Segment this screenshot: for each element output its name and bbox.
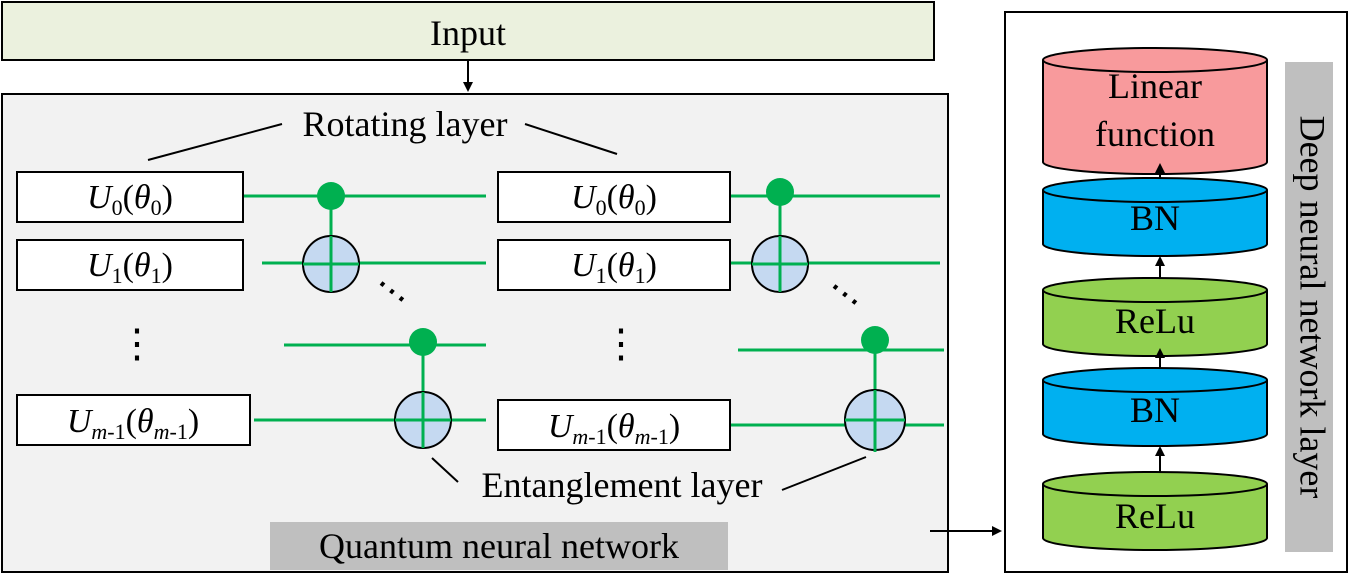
input-block: Input [1, 1, 935, 61]
gate-u1-block-2: U1(θ1) [497, 239, 731, 291]
qnn-block: Rotating layer U0(θ0) U1(θ1) ⋮ [1, 93, 949, 573]
entanglement-layer-label: Entanglement layer [482, 465, 763, 505]
cnot-bottom-block-2 [844, 326, 906, 452]
dnn-block: Deep neural network layer Linear functio… [1004, 11, 1348, 573]
control-dot [861, 326, 889, 354]
cnot-bottom-block-1 [394, 328, 452, 449]
svg-text:U0(θ0): U0(θ0) [87, 179, 173, 220]
cnot-top-block-2 [751, 178, 809, 293]
rotating-leader-right [524, 123, 618, 155]
control-dot [317, 182, 345, 210]
control-dot [409, 328, 437, 356]
ellipsis-vertical-1: ⋮ [117, 321, 157, 366]
relu-upper-label: ReLu [1115, 301, 1195, 341]
gate-u0-block-1: U0(θ0) [16, 171, 244, 223]
gate-u0-block-2: U0(θ0) [497, 171, 731, 223]
dnn-layer-bn-lower: BN [1042, 367, 1268, 447]
dnn-title-bg [1285, 62, 1333, 552]
svg-text:U1(θ1): U1(θ1) [87, 247, 173, 288]
qnn-title: Quantum neural network [319, 526, 679, 566]
svg-text:Um-1(θm-1): Um-1(θm-1) [548, 408, 680, 449]
input-label: Input [430, 13, 506, 53]
dnn-layer-relu-upper: ReLu [1042, 277, 1268, 357]
svg-text:Um-1(θm-1): Um-1(θm-1) [67, 403, 199, 444]
entanglement-leader-right [781, 456, 867, 491]
cnot-top-block-1 [302, 182, 360, 293]
gate-um-block-2: Um-1(θm-1) [497, 399, 731, 451]
entanglement-leader-left [431, 457, 459, 483]
linear-label-line1: Linear [1108, 66, 1202, 106]
gate-u1-block-1: U1(θ1) [16, 239, 244, 291]
bn-upper-label: BN [1130, 198, 1180, 238]
dnn-title: Deep neural network layer [1293, 116, 1333, 499]
dnn-layer-relu-lower: ReLu [1042, 471, 1268, 551]
ellipsis-vertical-2: ⋮ [601, 321, 641, 366]
bn-lower-label: BN [1130, 390, 1180, 430]
qnn-title-bg [270, 522, 728, 570]
relu-lower-label: ReLu [1115, 496, 1195, 536]
svg-text:U0(θ0): U0(θ0) [571, 179, 657, 220]
control-dot [766, 178, 794, 206]
rotating-leader-left [147, 123, 283, 161]
gate-um-block-1: Um-1(θm-1) [16, 394, 251, 446]
linear-label-line2: function [1095, 114, 1215, 154]
rotating-layer-label: Rotating layer [303, 104, 508, 144]
svg-text:U1(θ1): U1(θ1) [571, 247, 657, 288]
dnn-layer-bn-upper: BN [1042, 177, 1268, 257]
dnn-layer-linear: Linear function [1042, 47, 1268, 175]
